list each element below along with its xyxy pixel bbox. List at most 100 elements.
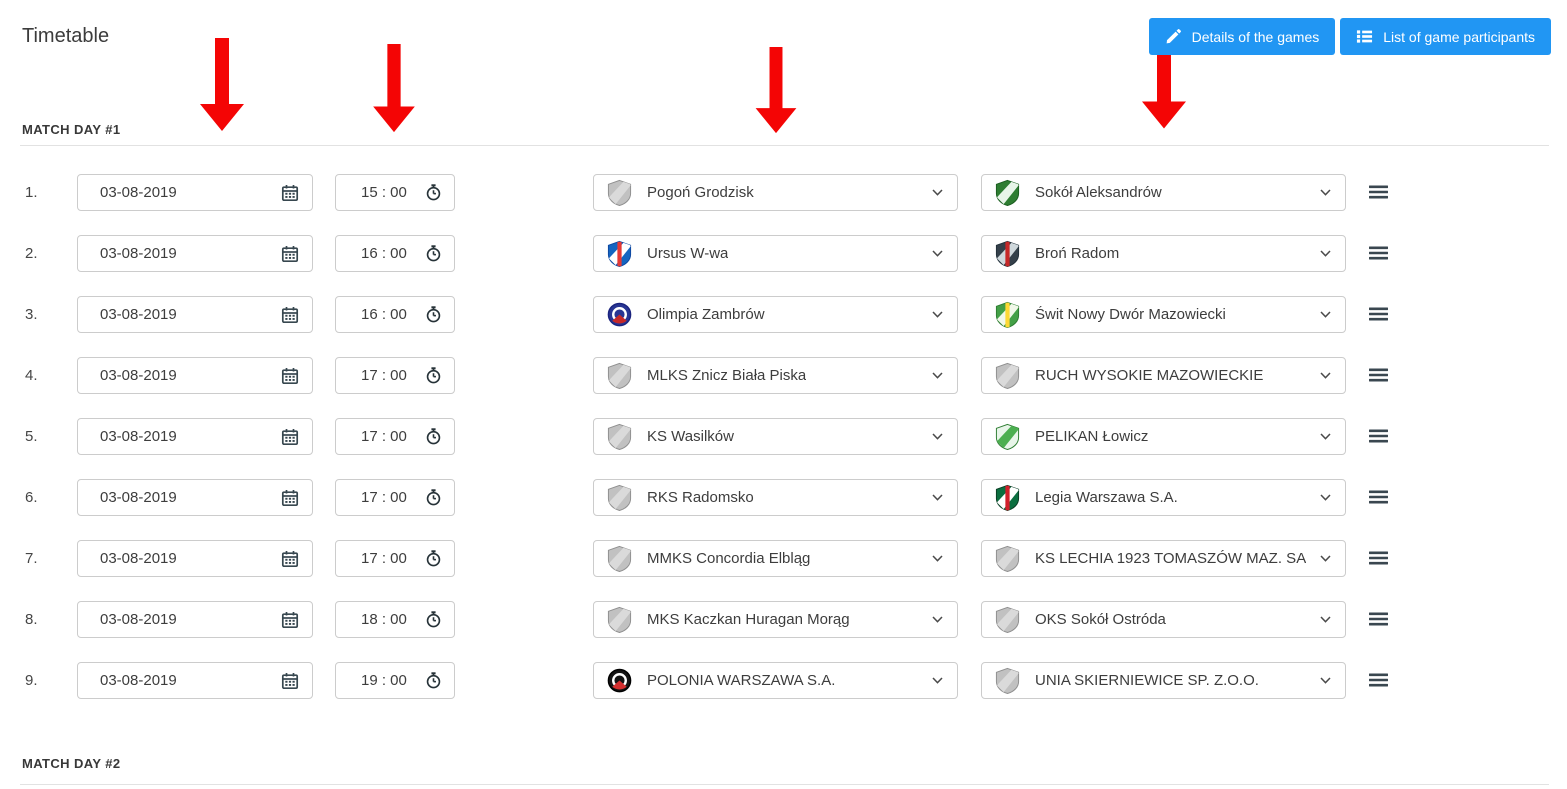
clock-icon[interactable]	[425, 428, 442, 445]
date-input[interactable]: 03-08-2019	[77, 418, 313, 455]
row-index: 5.	[25, 428, 38, 445]
row-index: 2.	[25, 245, 38, 262]
date-value: 03-08-2019	[100, 306, 177, 323]
row-drag-handle[interactable]	[1369, 612, 1388, 626]
home-team-select[interactable]: RKS Radomsko	[593, 479, 958, 516]
row-drag-handle[interactable]	[1369, 490, 1388, 504]
table-row: 1. 03-08-2019 15 : 00 Pogoń Grodzisk Sok…	[0, 174, 1567, 235]
date-input[interactable]: 03-08-2019	[77, 540, 313, 577]
date-input[interactable]: 03-08-2019	[77, 174, 313, 211]
time-input[interactable]: 19 : 00	[335, 662, 455, 699]
row-drag-handle[interactable]	[1369, 246, 1388, 260]
home-team-select[interactable]: MKS Kaczkan Huragan Morąg	[593, 601, 958, 638]
details-of-games-button[interactable]: Details of the games	[1148, 18, 1336, 55]
time-input[interactable]: 15 : 00	[335, 174, 455, 211]
calendar-icon[interactable]	[281, 428, 299, 446]
team-logo	[994, 484, 1021, 511]
time-input[interactable]: 17 : 00	[335, 357, 455, 394]
home-team-select[interactable]: KS Wasilków	[593, 418, 958, 455]
home-team-select[interactable]: POLONIA WARSZAWA S.A.	[593, 662, 958, 699]
away-team-select[interactable]: RUCH WYSOKIE MAZOWIECKIE	[981, 357, 1346, 394]
clock-icon[interactable]	[425, 672, 442, 689]
time-value: 17 : 00	[361, 428, 407, 445]
calendar-icon[interactable]	[281, 306, 299, 324]
time-value: 17 : 00	[361, 367, 407, 384]
time-input[interactable]: 17 : 00	[335, 418, 455, 455]
calendar-icon[interactable]	[281, 367, 299, 385]
page-title: Timetable	[22, 25, 110, 47]
row-drag-handle[interactable]	[1369, 307, 1388, 321]
row-drag-handle[interactable]	[1369, 551, 1388, 565]
button-label: Details of the games	[1191, 28, 1320, 45]
red-arrow-icon	[200, 38, 244, 131]
time-input[interactable]: 17 : 00	[335, 479, 455, 516]
clock-icon[interactable]	[425, 245, 442, 262]
team-name: Sokół Aleksandrów	[1035, 184, 1162, 201]
row-drag-handle[interactable]	[1369, 368, 1388, 382]
away-team-select[interactable]: OKS Sokół Ostróda	[981, 601, 1346, 638]
calendar-icon[interactable]	[281, 611, 299, 629]
team-name: Pogoń Grodzisk	[647, 184, 754, 201]
date-input[interactable]: 03-08-2019	[77, 479, 313, 516]
home-team-select[interactable]: Ursus W-wa	[593, 235, 958, 272]
date-input[interactable]: 03-08-2019	[77, 662, 313, 699]
clock-icon[interactable]	[425, 611, 442, 628]
clock-icon[interactable]	[425, 367, 442, 384]
team-name: RUCH WYSOKIE MAZOWIECKIE	[1035, 367, 1264, 384]
row-index: 6.	[25, 489, 38, 506]
date-value: 03-08-2019	[100, 611, 177, 628]
date-input[interactable]: 03-08-2019	[77, 235, 313, 272]
team-logo	[606, 545, 633, 572]
chevron-down-icon	[1312, 250, 1331, 257]
chevron-down-icon	[924, 189, 943, 196]
away-team-select[interactable]: KS LECHIA 1923 TOMASZÓW MAZ. SA	[981, 540, 1346, 577]
away-team-select[interactable]: UNIA SKIERNIEWICE SP. Z.O.O.	[981, 662, 1346, 699]
date-input[interactable]: 03-08-2019	[77, 357, 313, 394]
row-drag-handle[interactable]	[1369, 185, 1388, 199]
team-name: Legia Warszawa S.A.	[1035, 489, 1178, 506]
time-input[interactable]: 18 : 00	[335, 601, 455, 638]
toolbar: Details of the games List of game partic…	[1148, 18, 1551, 55]
row-index: 4.	[25, 367, 38, 384]
calendar-icon[interactable]	[281, 245, 299, 263]
row-drag-handle[interactable]	[1369, 673, 1388, 687]
chevron-down-icon	[924, 677, 943, 684]
date-input[interactable]: 03-08-2019	[77, 601, 313, 638]
clock-icon[interactable]	[425, 550, 442, 567]
calendar-icon[interactable]	[281, 184, 299, 202]
time-input[interactable]: 17 : 00	[335, 540, 455, 577]
date-value: 03-08-2019	[100, 672, 177, 689]
team-name: MMKS Concordia Elbląg	[647, 550, 811, 567]
away-team-select[interactable]: Świt Nowy Dwór Mazowiecki	[981, 296, 1346, 333]
chevron-down-icon	[1312, 494, 1331, 501]
date-value: 03-08-2019	[100, 245, 177, 262]
away-team-select[interactable]: PELIKAN Łowicz	[981, 418, 1346, 455]
section-divider	[20, 784, 1549, 785]
home-team-select[interactable]: Olimpia Zambrów	[593, 296, 958, 333]
calendar-icon[interactable]	[281, 672, 299, 690]
time-input[interactable]: 16 : 00	[335, 235, 455, 272]
time-input[interactable]: 16 : 00	[335, 296, 455, 333]
match-day-2-heading: MATCH DAY #2	[22, 756, 121, 771]
team-logo	[606, 606, 633, 633]
clock-icon[interactable]	[425, 306, 442, 323]
away-team-select[interactable]: Broń Radom	[981, 235, 1346, 272]
calendar-icon[interactable]	[281, 550, 299, 568]
row-drag-handle[interactable]	[1369, 429, 1388, 443]
home-team-select[interactable]: MMKS Concordia Elbląg	[593, 540, 958, 577]
table-row: 4. 03-08-2019 17 : 00 MLKS Znicz Biała P…	[0, 357, 1567, 418]
date-input[interactable]: 03-08-2019	[77, 296, 313, 333]
home-team-select[interactable]: Pogoń Grodzisk	[593, 174, 958, 211]
chevron-down-icon	[1312, 677, 1331, 684]
list-of-participants-button[interactable]: List of game participants	[1340, 18, 1551, 55]
away-team-select[interactable]: Sokół Aleksandrów	[981, 174, 1346, 211]
clock-icon[interactable]	[425, 184, 442, 201]
row-index: 3.	[25, 306, 38, 323]
away-team-select[interactable]: Legia Warszawa S.A.	[981, 479, 1346, 516]
team-name: PELIKAN Łowicz	[1035, 428, 1149, 445]
clock-icon[interactable]	[425, 489, 442, 506]
home-team-select[interactable]: MLKS Znicz Biała Piska	[593, 357, 958, 394]
table-row: 8. 03-08-2019 18 : 00 MKS Kaczkan Huraga…	[0, 601, 1567, 662]
calendar-icon[interactable]	[281, 489, 299, 507]
